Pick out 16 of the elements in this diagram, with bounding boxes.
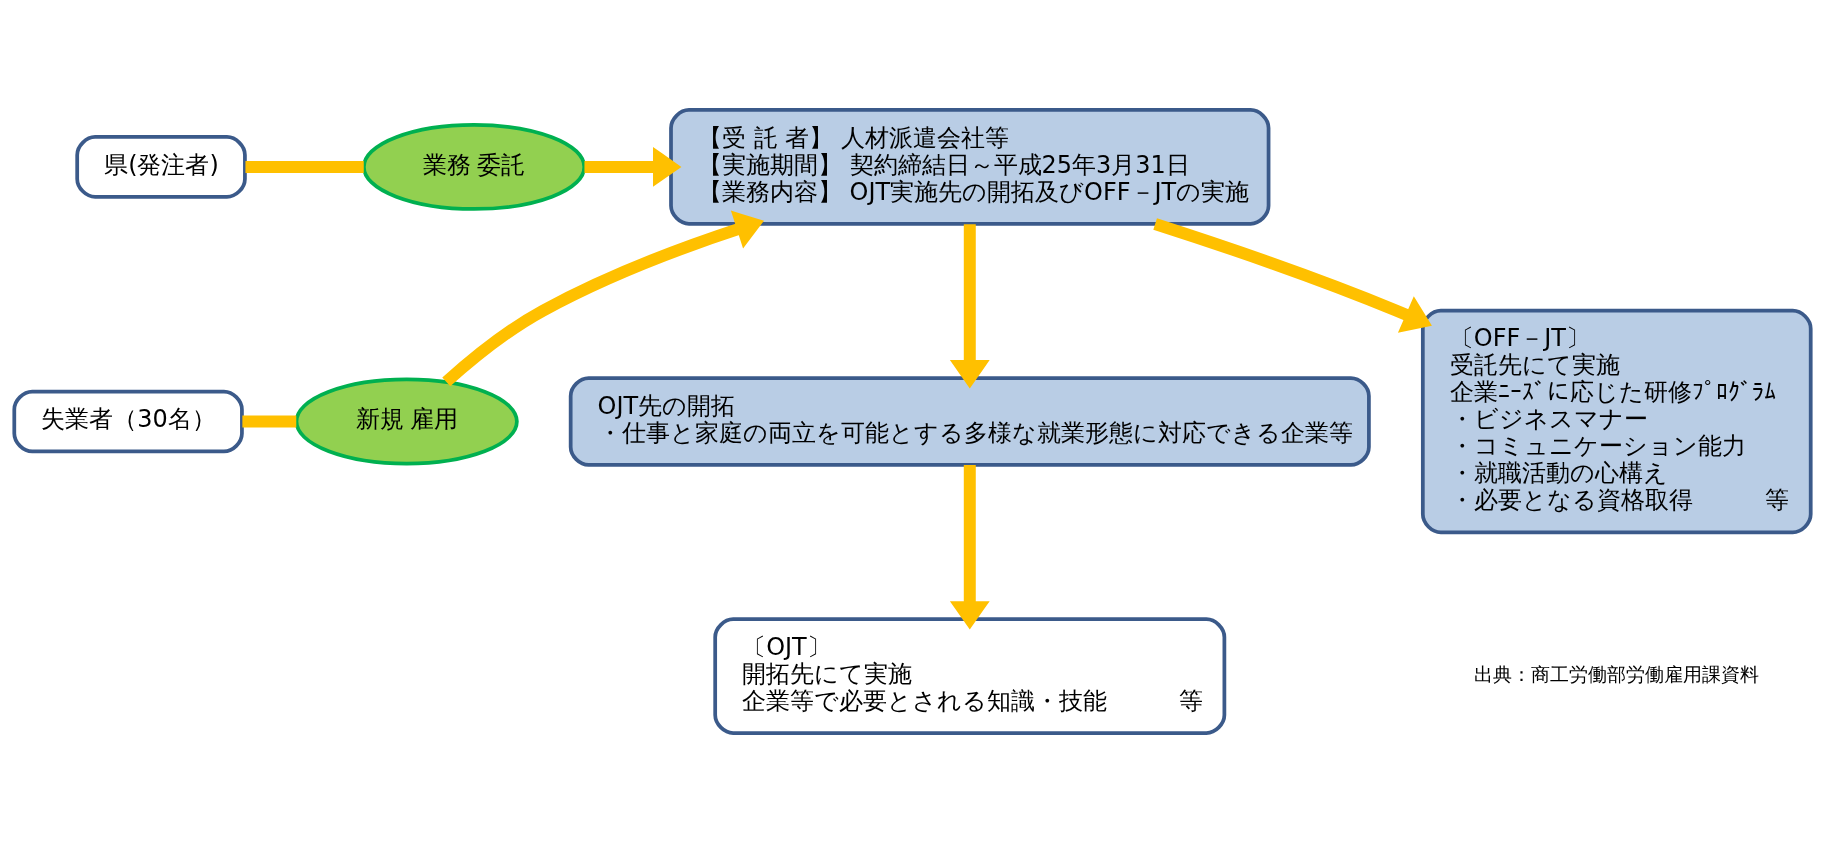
- node-box: 〔OFF－JT〕 受託先にて実施 企業ﾆｰｽﾞに応じた研修ﾌﾟﾛｸﾞﾗﾑ ・ビジネスマナー ・コミュニケーション能力 ・就職活動の心構え ・必要となる資格取得 等: [1420, 308, 1813, 534]
- arrow: [949, 464, 990, 630]
- label: 出典：商工労働部労働雇用課資料: [1474, 662, 1760, 686]
- node-box: 県(発注者): [75, 134, 247, 199]
- node-box: OJT先の開拓 ・仕事と家庭の両立を可能とする多様な就業形態に対応できる企業等: [568, 375, 1371, 467]
- node-box: 【受 託 者】 人材派遣会社等 【実施期間】 契約締結日～平成25年3月31日 【業務内容】 OJT実施先の開拓及びOFF－JTの実施: [669, 107, 1271, 226]
- arrow: [949, 223, 990, 388]
- node-box: 失業者（30名）: [12, 389, 244, 453]
- arrow: [584, 146, 682, 187]
- connector: [245, 160, 364, 173]
- arrow: [442, 210, 765, 386]
- connector: [242, 415, 297, 427]
- node-ellipse: 新規 雇用: [294, 377, 519, 465]
- arrow: [1153, 217, 1432, 333]
- node-box: 〔OJT〕 開拓先にて実施 企業等で必要とされる知識・技能 等: [713, 616, 1227, 735]
- node-ellipse: 業務 委託: [362, 122, 587, 211]
